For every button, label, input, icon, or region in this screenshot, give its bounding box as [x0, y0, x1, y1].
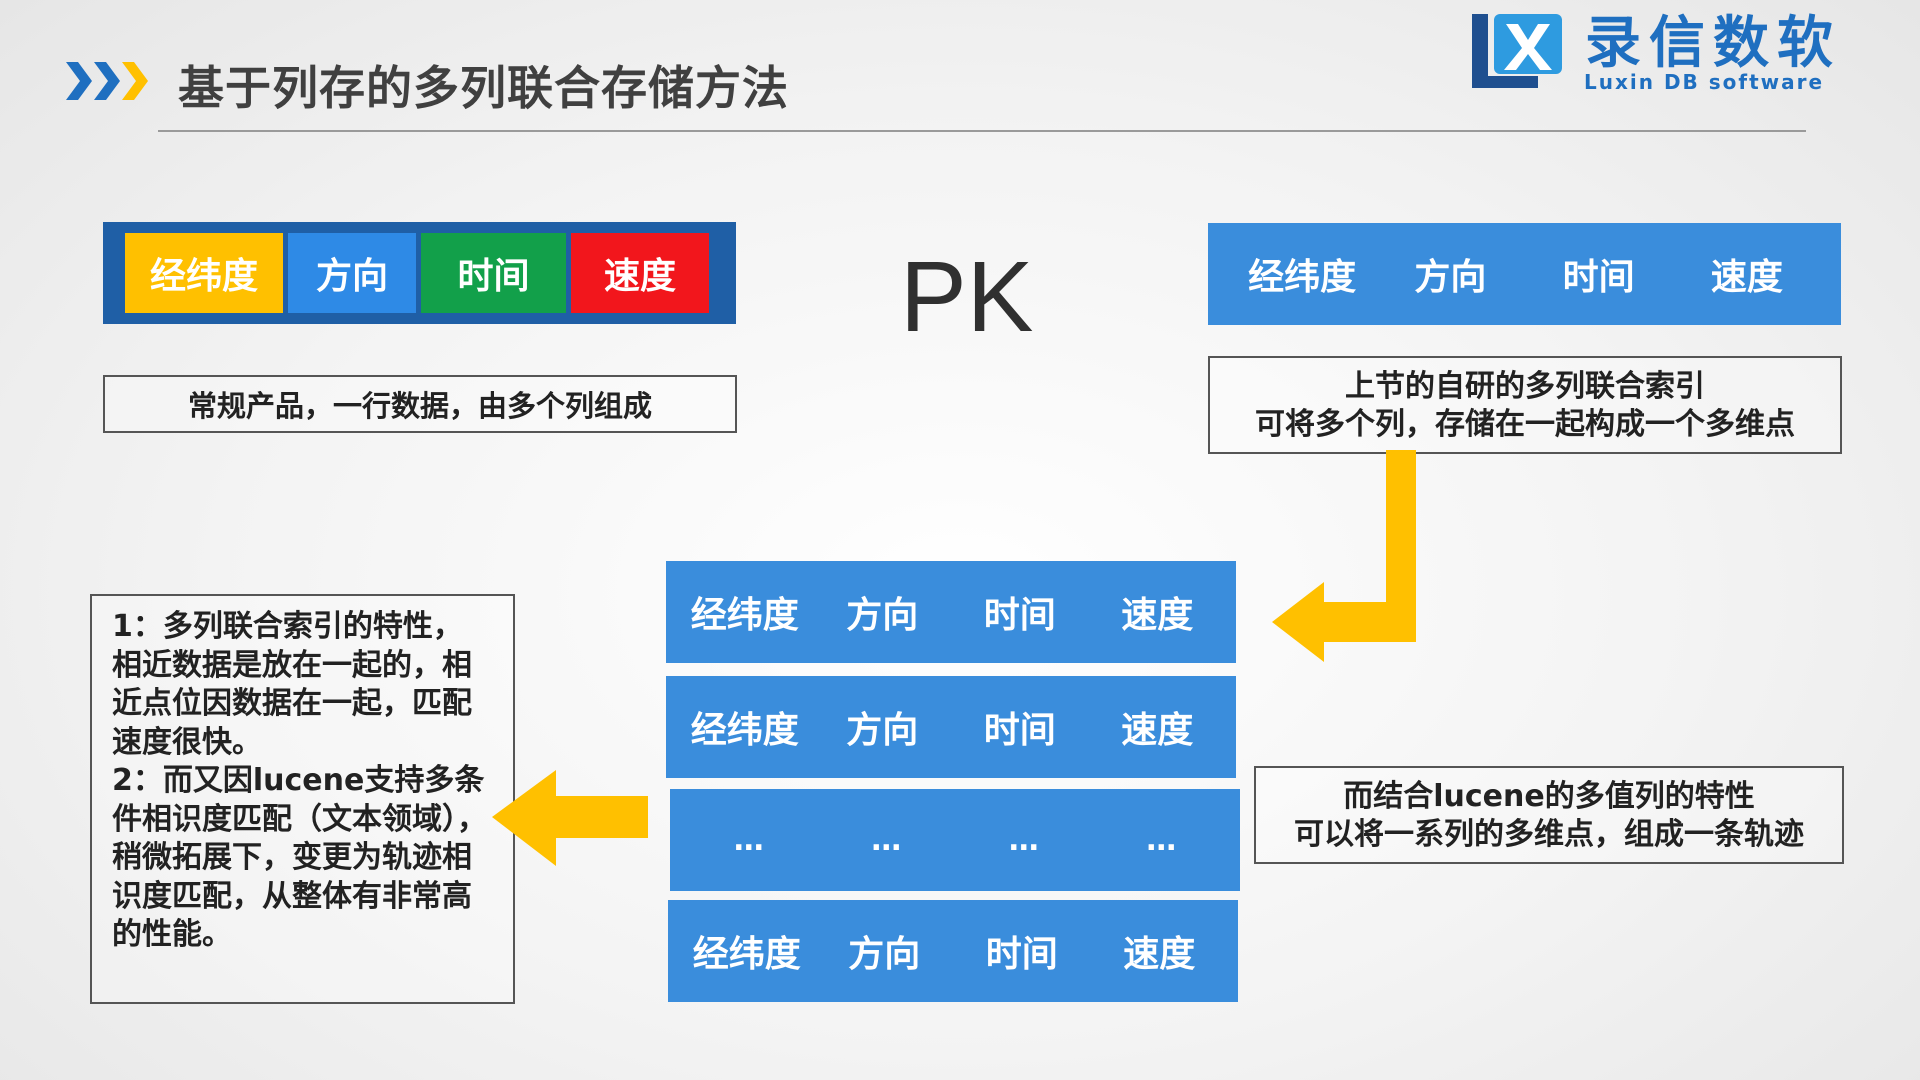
left-arrow-icon [492, 770, 648, 866]
multidim-caption-line1: 上节的自研的多列联合索引 [1345, 369, 1705, 404]
notes-line: 的性能。 [112, 917, 232, 952]
cell-direction: 方向 [846, 595, 919, 636]
notes-line: 速度很快。 [112, 724, 262, 760]
cell-direction: 方向 [1414, 257, 1487, 298]
cell-speed: 速度 [1121, 595, 1194, 636]
cell-time: 时间 [983, 595, 1056, 636]
conventional-caption: 常规产品，一行数据，由多个列组成 [103, 375, 737, 433]
stacked-row-ellipsis: … … … … [670, 789, 1240, 891]
cell-latlng: 经纬度 [692, 934, 801, 975]
multidim-row: 经纬度 方向 时间 速度 [1208, 223, 1841, 325]
multidim-caption-line2: 可将多个列，存储在一起构成一个多维点 [1255, 407, 1795, 442]
notes-line: 相近数据是放在一起的，相 [112, 647, 472, 683]
logo-chinese-text: 录信数软 [1585, 11, 1841, 76]
cell-latlng: 经纬度 [1248, 257, 1357, 298]
cell-speed: 速度 [1710, 257, 1783, 298]
stacked-row: 经纬度 方向 时间 速度 [668, 900, 1238, 1002]
title-divider [158, 130, 1806, 132]
notes-line: 稍微拓展下，变更为轨迹相 [112, 840, 472, 875]
notes-line: 2：而又因lucene支持多条 [112, 763, 485, 798]
stacked-row: 经纬度 方向 时间 速度 [666, 561, 1236, 663]
cell-latlng: 经纬度 [125, 233, 283, 313]
notes-line: 识度匹配，从整体有非常高 [112, 878, 472, 914]
luxin-logo-icon [1472, 14, 1562, 88]
bent-arrow-icon [1272, 450, 1416, 662]
cell-speed: 速度 [1121, 710, 1194, 751]
ellipsis-cell: … [733, 822, 764, 858]
cell-direction: 方向 [846, 710, 919, 751]
cell-direction: 方向 [288, 233, 416, 313]
cell-time: 时间 [421, 233, 566, 313]
notes-box: 1：多列联合索引的特性， 相近数据是放在一起的，相 近点位因数据在一起，匹配 速… [90, 594, 515, 1004]
ellipsis-cell: … [1008, 822, 1039, 858]
lucene-caption-line1: 而结合lucene的多值列的特性 [1343, 779, 1755, 814]
notes-line: 件相识度匹配（文本领域）， [112, 801, 487, 837]
logo-english-text: Luxin DB software [1584, 70, 1825, 94]
cell-speed: 速度 [1123, 934, 1196, 975]
cell-latlng: 经纬度 [690, 595, 799, 636]
cell-time: 时间 [985, 934, 1058, 975]
notes-line: 近点位因数据在一起，匹配 [112, 686, 472, 721]
ellipsis-cell: … [871, 822, 902, 858]
cell-direction: 方向 [848, 934, 921, 975]
conventional-row: 经纬度 方向 时间 速度 [103, 222, 736, 324]
cell-speed: 速度 [571, 233, 709, 313]
lucene-caption: 而结合lucene的多值列的特性 可以将一系列的多维点，组成一条轨迹 [1254, 766, 1844, 864]
stacked-row: 经纬度 方向 时间 速度 [666, 676, 1236, 778]
pk-label: PK [900, 241, 1034, 353]
cell-time: 时间 [1562, 257, 1635, 298]
multidim-caption: 上节的自研的多列联合索引 可将多个列，存储在一起构成一个多维点 [1208, 356, 1842, 454]
cell-time: 时间 [983, 710, 1056, 751]
chevron-arrows-icon [66, 62, 148, 100]
notes-line: 1：多列联合索引的特性， [112, 609, 463, 644]
page-title: 基于列存的多列联合存储方法 [178, 61, 789, 115]
lucene-caption-line2: 可以将一系列的多维点，组成一条轨迹 [1294, 817, 1804, 852]
ellipsis-cell: … [1146, 822, 1177, 858]
cell-latlng: 经纬度 [690, 710, 799, 751]
